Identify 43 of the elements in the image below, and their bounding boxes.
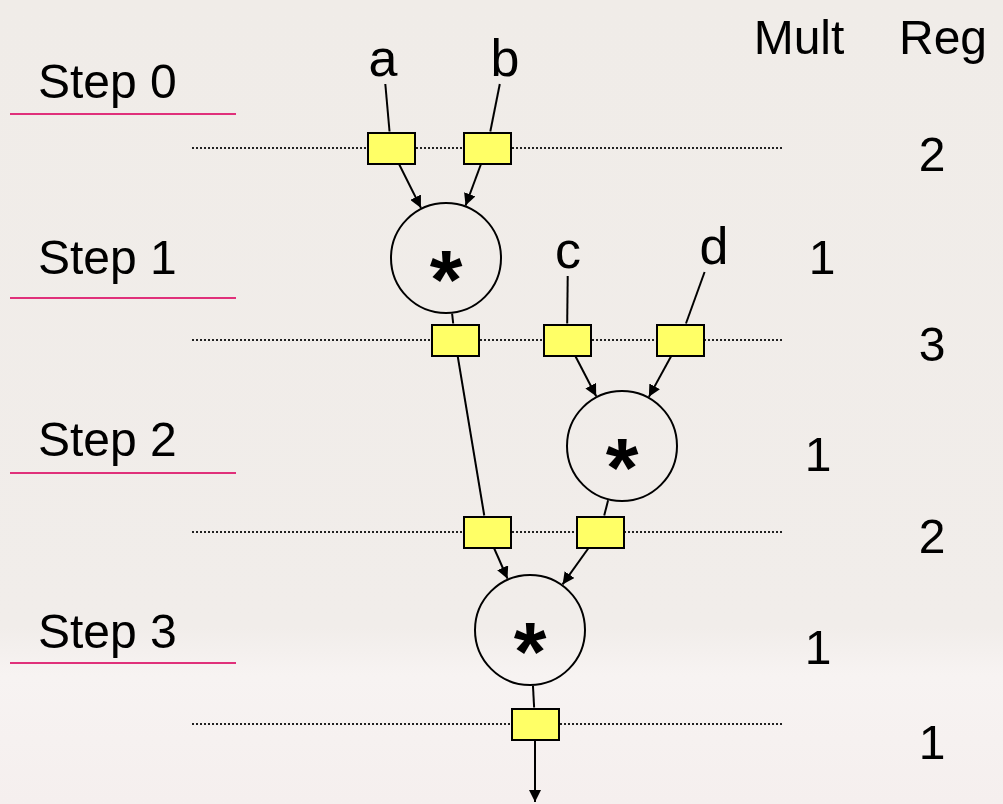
connector-line <box>603 499 610 517</box>
step-label: Step 1 <box>38 234 177 282</box>
register-box <box>655 323 705 357</box>
step-label: Step 3 <box>38 608 177 656</box>
connector-line <box>456 355 486 517</box>
connector-line <box>684 271 706 325</box>
column-value: 3 <box>918 321 946 369</box>
arrow <box>464 163 482 207</box>
multiplier-circle: * <box>390 202 502 314</box>
step-label: Step 0 <box>38 58 177 106</box>
arrow <box>647 355 672 398</box>
register-box <box>366 131 416 165</box>
input-variable: a <box>368 32 398 84</box>
input-variable: b <box>490 32 520 84</box>
connector-line <box>451 312 455 325</box>
register-box <box>462 131 512 165</box>
connector-line <box>531 684 536 709</box>
register-box <box>510 707 560 741</box>
arrow <box>574 355 598 398</box>
column-value: 1 <box>808 234 836 282</box>
arrow <box>529 739 541 803</box>
register-box <box>575 515 625 549</box>
column-value: 1 <box>804 624 832 672</box>
multiplier-circle: * <box>474 574 586 686</box>
connector-line <box>566 275 569 325</box>
multiplier-circle: * <box>566 390 678 502</box>
column-value: Reg <box>898 14 988 62</box>
connector-line <box>384 83 391 133</box>
input-variable: d <box>699 220 729 272</box>
column-value: 1 <box>918 719 946 767</box>
column-value: 2 <box>918 513 946 561</box>
register-box <box>462 515 512 549</box>
register-box <box>542 323 592 357</box>
column-value: 1 <box>804 431 832 479</box>
register-box <box>430 323 480 357</box>
arrow <box>561 547 590 586</box>
column-value: 2 <box>918 131 946 179</box>
arrow <box>493 547 509 580</box>
input-variable: c <box>555 224 581 276</box>
step-label: Step 2 <box>38 416 177 464</box>
arrow <box>398 163 422 209</box>
column-value: Mult <box>753 14 845 62</box>
connector-line <box>489 83 501 133</box>
